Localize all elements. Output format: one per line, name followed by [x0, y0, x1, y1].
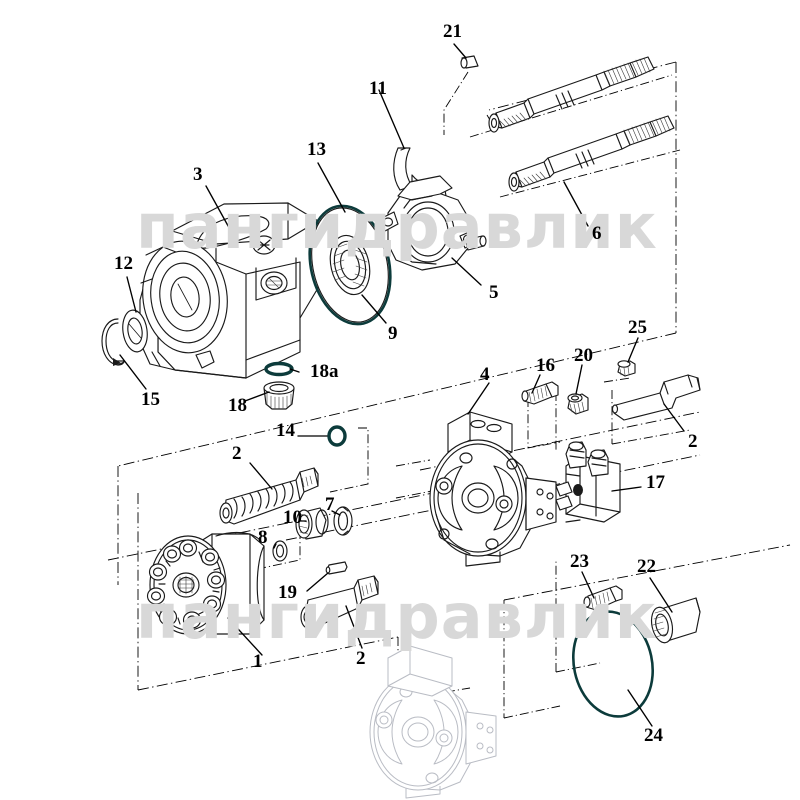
part-8-small-washer [272, 540, 288, 562]
callout-18a: 18a [310, 361, 339, 382]
part-12-retaining-ring [122, 309, 148, 353]
part-9-shaft-bearing [311, 207, 389, 323]
callout-14: 14 [276, 420, 295, 441]
callout-4: 4 [480, 364, 490, 385]
callout-8: 8 [258, 527, 268, 548]
callout-6: 6 [592, 223, 602, 244]
callout-22: 22 [637, 556, 656, 577]
callout-7: 7 [325, 494, 335, 515]
callout-15: 15 [141, 389, 160, 410]
callout-10: 10 [283, 507, 302, 528]
callout-17: 17 [646, 472, 665, 493]
part-17-control-valve-block [555, 441, 621, 523]
part-19-dowel-pin [325, 561, 348, 575]
part-15-snap-ring [101, 318, 125, 366]
part-25-small-screw-plug [617, 360, 636, 377]
part-1-cylinder-block [146, 531, 265, 635]
callout-19: 19 [278, 582, 297, 603]
callout-3: 3 [193, 164, 203, 185]
assembly-centerlines [107, 61, 791, 760]
part-3-pump-housing [139, 202, 319, 379]
part-7-washer [333, 506, 353, 536]
callout-18: 18 [228, 395, 247, 416]
piston-bores [146, 539, 226, 629]
part-5-swashplate-yoke [379, 175, 487, 271]
callout-2-b: 2 [356, 648, 366, 669]
part-18a-plug-o-ring [264, 361, 294, 377]
part-24-large-o-ring [571, 610, 655, 718]
part-16-threaded-plug [521, 381, 559, 405]
watermark-text-bottom: пангидравлик [136, 580, 658, 653]
callout-16: 16 [536, 355, 555, 376]
part-2-piston-spring-left [219, 467, 319, 525]
part-23-setscrew [583, 585, 623, 611]
callout-21: 21 [443, 21, 462, 42]
callout-24: 24 [644, 725, 663, 746]
callout-13: 13 [307, 139, 326, 160]
part-4-valve-plate-cover [429, 411, 557, 567]
part-13-o-ring-seal [308, 204, 392, 326]
callout-9: 9 [388, 323, 398, 344]
callout-1: 1 [253, 651, 263, 672]
part-2-piston-right [611, 374, 701, 421]
leader-lines [119, 43, 685, 727]
callout-5: 5 [489, 282, 499, 303]
callout-2-c: 2 [688, 431, 698, 452]
watermark-text-top: пангидравлик [136, 190, 658, 263]
callout-11: 11 [369, 78, 387, 99]
part-10-bearing-race [295, 507, 329, 540]
ghost-valve-plate-assembly [369, 645, 497, 799]
part-21-woodruff-key [460, 55, 479, 69]
callout-23: 23 [570, 551, 589, 572]
part-18-drain-plug [263, 381, 295, 410]
callout-20: 20 [574, 345, 593, 366]
part-6-drive-shaft-upper [488, 56, 655, 133]
part-20-hex-plug [567, 393, 589, 415]
callout-25: 25 [628, 317, 647, 338]
part-6-drive-shaft-lower [508, 115, 675, 192]
callout-2-a: 2 [232, 443, 242, 464]
part-2-plunger-bottom [300, 575, 379, 629]
callout-12: 12 [114, 253, 133, 274]
part-14-small-o-ring [327, 425, 347, 447]
